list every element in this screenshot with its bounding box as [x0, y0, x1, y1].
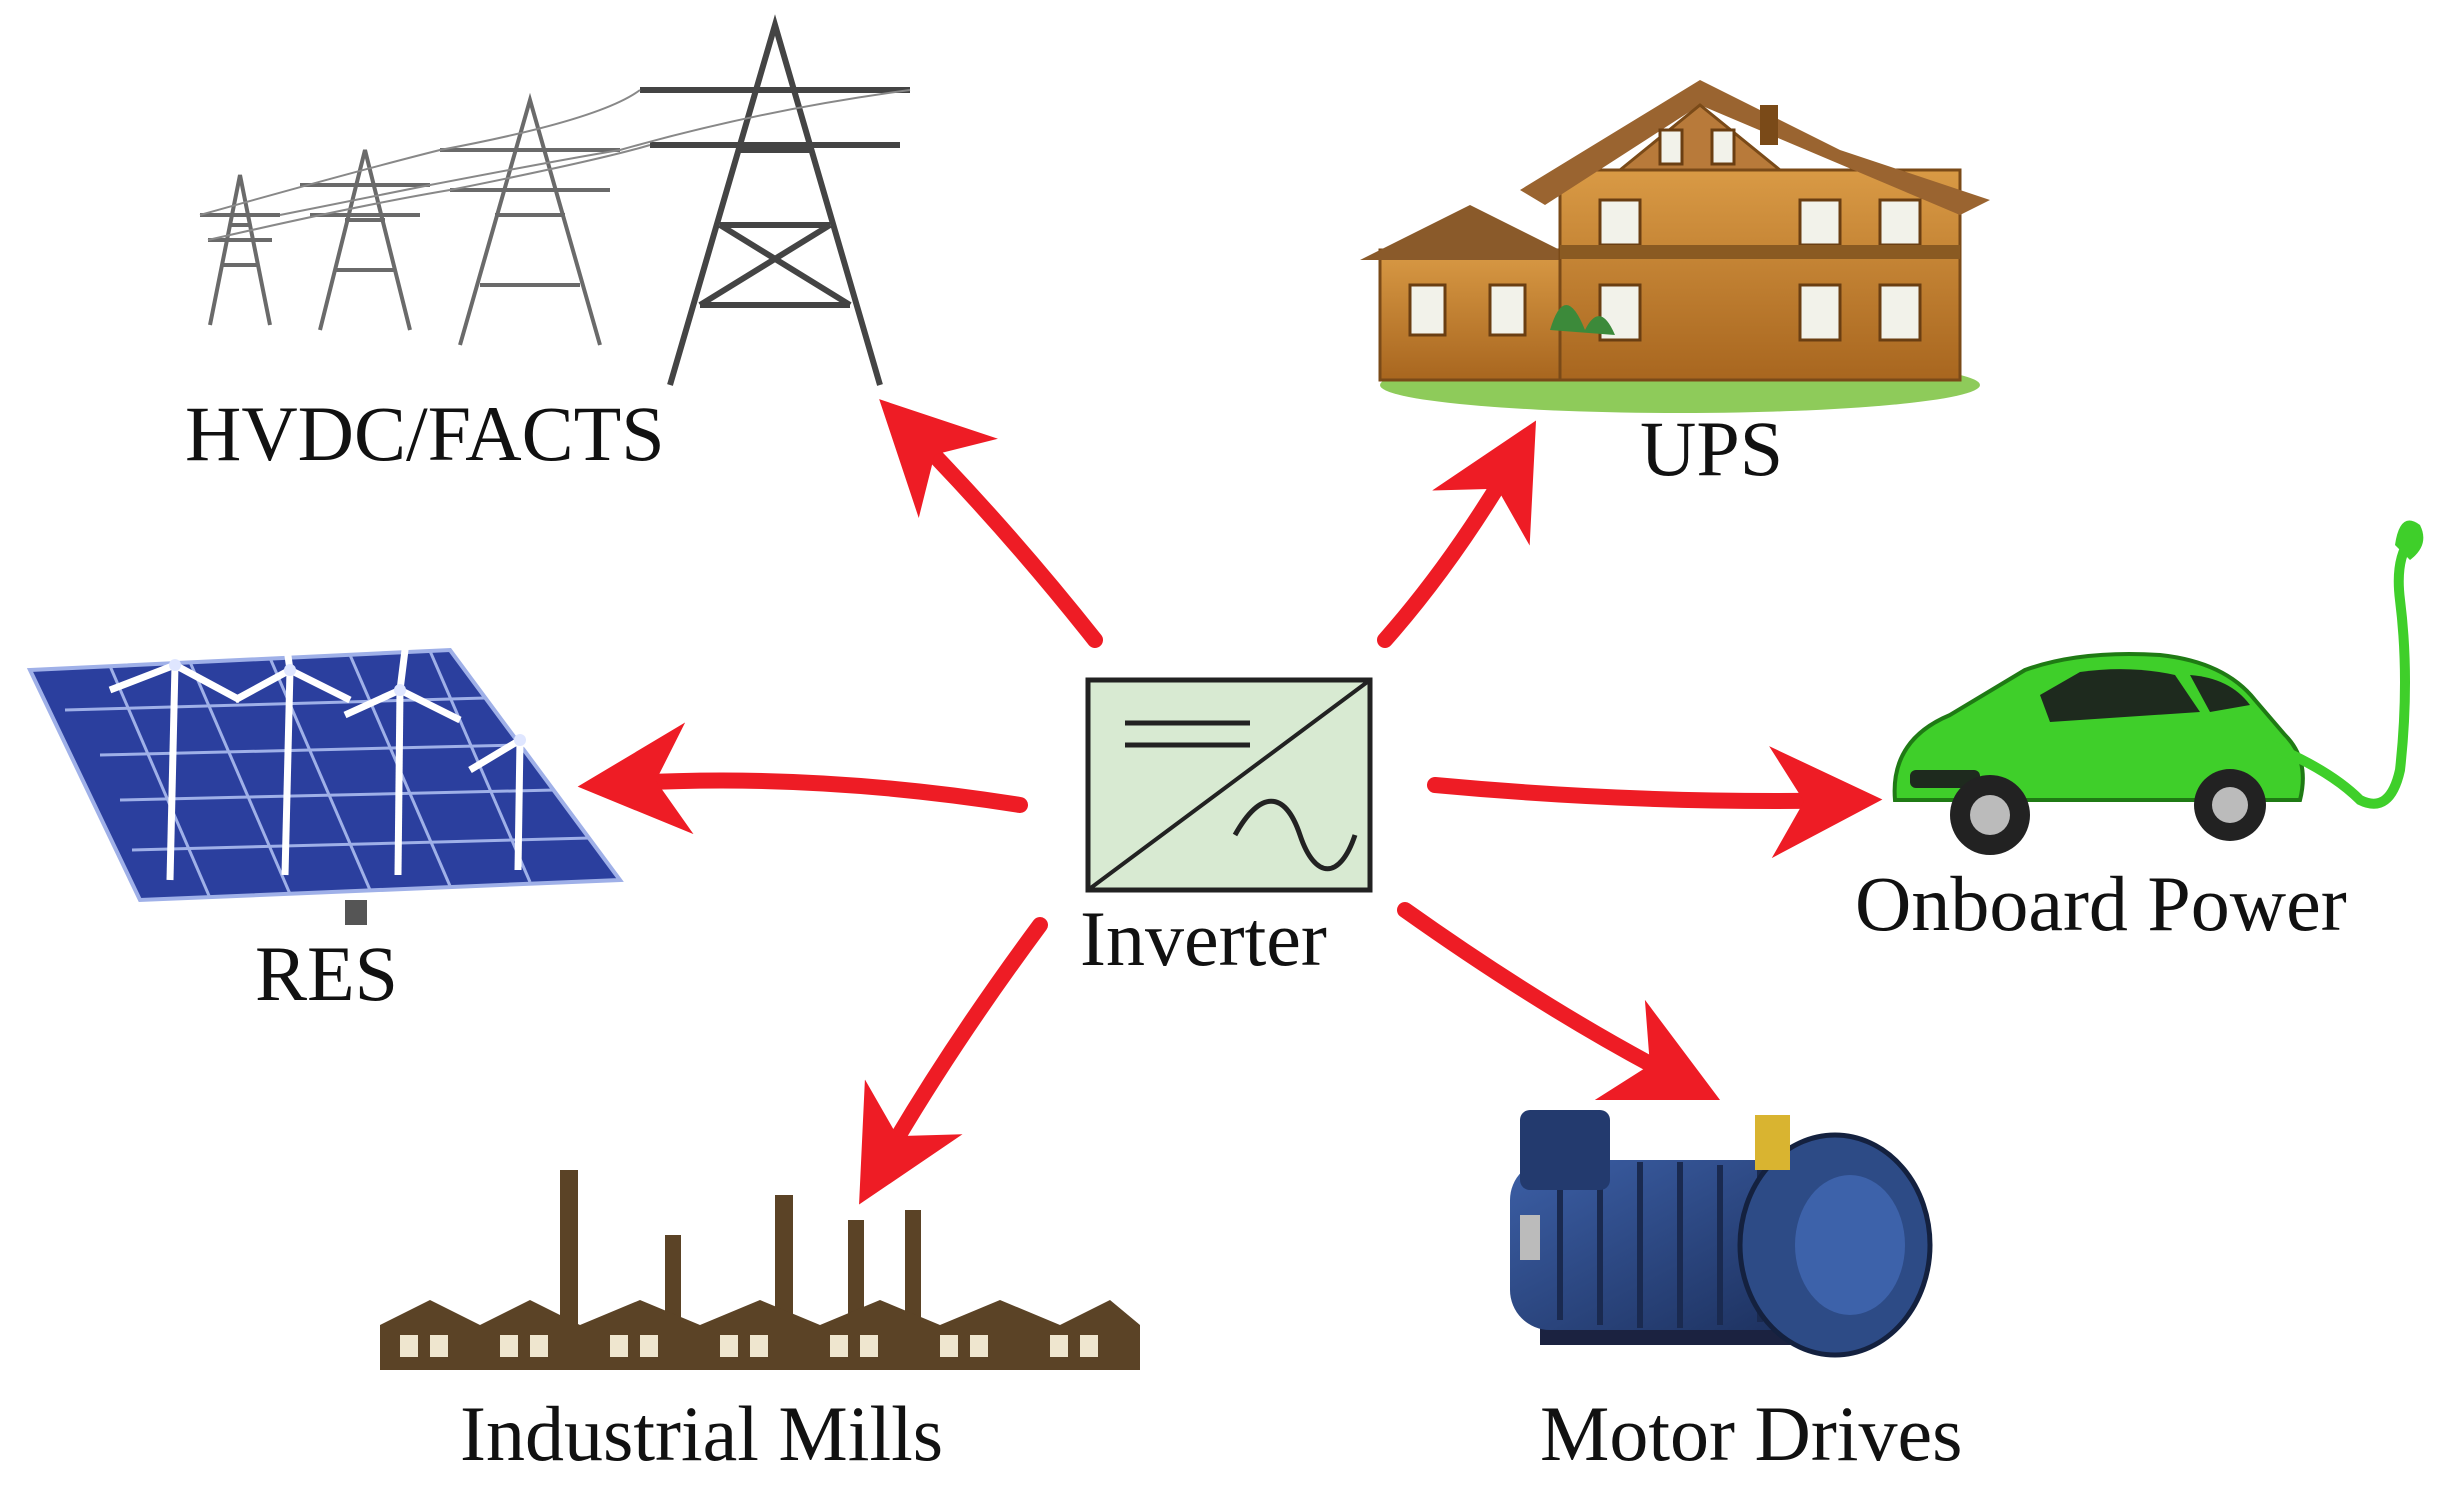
label-motor: Motor Drives: [1540, 1390, 1963, 1477]
arrow-to-motor: [1397, 902, 1721, 1101]
arrow-to-res: [577, 722, 1028, 835]
arrow-to-onboard: [1427, 746, 1883, 859]
arrow-to-hvdc: [879, 399, 1103, 648]
solar-wind-icon: [26, 584, 624, 925]
label-inverter: Inverter: [1080, 895, 1327, 982]
label-hvdc: HVDC/FACTS: [185, 390, 665, 477]
inverter-symbol: [1085, 677, 1373, 893]
house-icon: [1360, 80, 1990, 413]
factory-icon: [380, 1170, 1140, 1370]
label-res: RES: [255, 930, 399, 1017]
arrow-to-ups: [1377, 420, 1537, 648]
label-onboard: Onboard Power: [1855, 860, 2347, 947]
electric-motor-icon: [1510, 1110, 1933, 1358]
arrows: [577, 399, 1883, 1205]
label-mills: Industrial Mills: [460, 1390, 944, 1477]
arrow-to-mills: [859, 917, 1048, 1205]
transmission-towers-icon: [199, 14, 911, 386]
label-ups: UPS: [1640, 405, 1784, 492]
electric-car-icon: [1892, 520, 2424, 855]
